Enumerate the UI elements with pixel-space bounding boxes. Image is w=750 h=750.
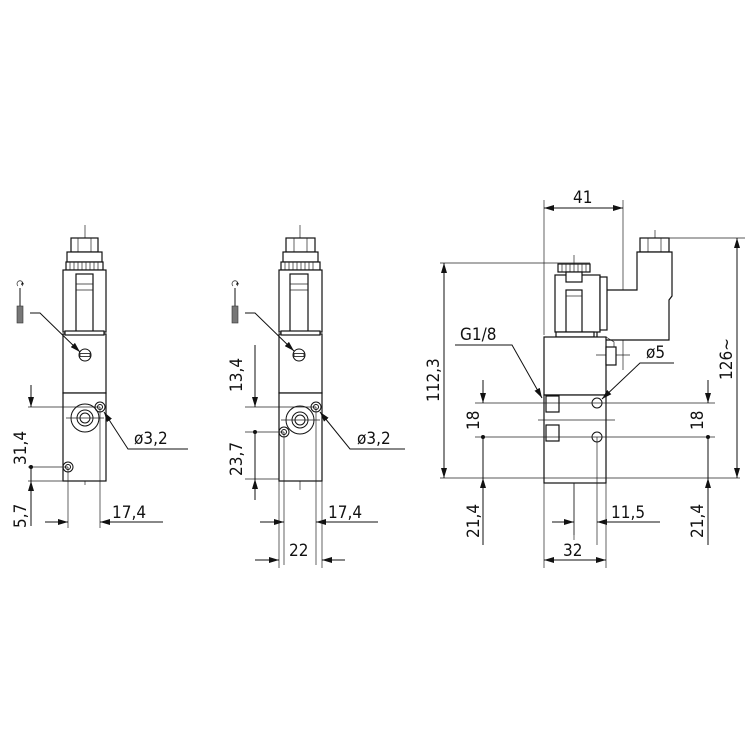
- dim-41: 41: [573, 188, 592, 208]
- knurled-ring: [65, 261, 104, 271]
- dim-112-3: 112,3: [424, 358, 444, 402]
- dim-126: 126~: [717, 338, 737, 380]
- dim-32: 32: [563, 541, 582, 561]
- manual-override-screw-icon: [78, 348, 92, 362]
- dim-31-4: 31,4: [11, 431, 31, 465]
- dim-hole-dia-right: ø5: [646, 343, 665, 363]
- screwdriver-icon: [231, 280, 239, 324]
- dim-g1-8: G1/8: [460, 325, 496, 345]
- screwdriver-icon: [16, 280, 24, 324]
- front-view-right: 41 112: [424, 188, 745, 568]
- dim-18-left: 18: [464, 411, 484, 430]
- side-view-middle: 13,4 23,7 17,4 22 ø3,2: [227, 225, 405, 568]
- dim-21-4-left: 21,4: [464, 504, 484, 538]
- dim-11-5: 11,5: [611, 503, 645, 523]
- knurled-ring: [280, 261, 321, 271]
- dim-21-4-right: 21,4: [688, 504, 708, 538]
- dim-23-7: 23,7: [227, 442, 247, 476]
- dim-18-right: 18: [688, 411, 708, 430]
- dim-hole-dia-middle: ø3,2: [357, 429, 391, 449]
- manual-override-screw-icon: [292, 348, 306, 362]
- dim-17-4-left: 17,4: [112, 503, 146, 523]
- dim-13-4: 13,4: [227, 358, 247, 392]
- dim-5-7: 5,7: [11, 504, 31, 528]
- side-view-left: 31,4 5,7 17,4 ø3,2: [11, 225, 188, 528]
- dim-hole-dia-left: ø3,2: [134, 429, 168, 449]
- dim-22: 22: [289, 541, 308, 561]
- dim-17-4-middle: 17,4: [328, 503, 362, 523]
